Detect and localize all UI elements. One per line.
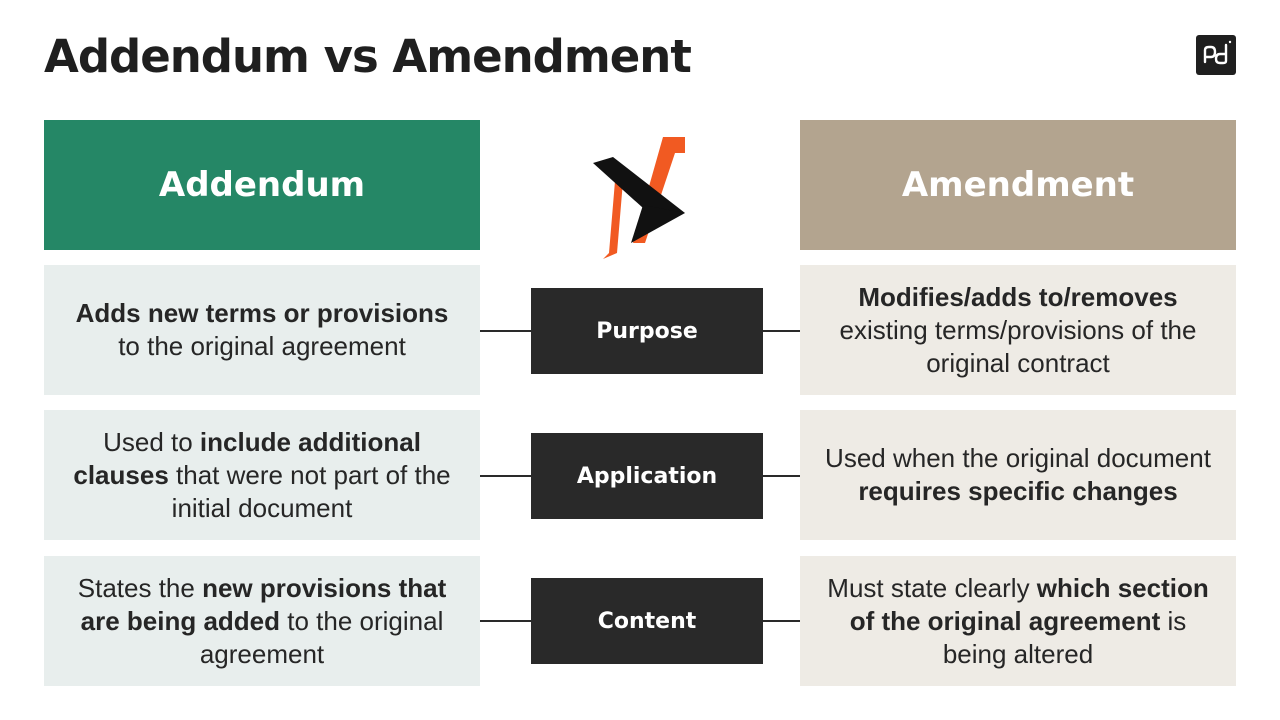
amendment-application-cell: Used when the original document requires…	[800, 410, 1236, 540]
addendum-purpose-cell: Adds new terms or provisions to the orig…	[44, 265, 480, 395]
versus-logo-icon	[585, 133, 695, 263]
amendment-content-cell: Must state clearly which section of the …	[800, 556, 1236, 686]
amendment-header: Amendment	[800, 120, 1236, 250]
addendum-header: Addendum	[44, 120, 480, 250]
row-label-application: Application	[531, 433, 763, 519]
row-label-purpose: Purpose	[531, 288, 763, 374]
page-title: Addendum vs Amendment	[44, 30, 692, 83]
brand-logo-icon	[1196, 35, 1236, 75]
addendum-content-cell: States the new provisions that are being…	[44, 556, 480, 686]
row-label-content: Content	[531, 578, 763, 664]
amendment-purpose-cell: Modifies/adds to/removes existing terms/…	[800, 265, 1236, 395]
addendum-application-cell: Used to include additional clauses that …	[44, 410, 480, 540]
